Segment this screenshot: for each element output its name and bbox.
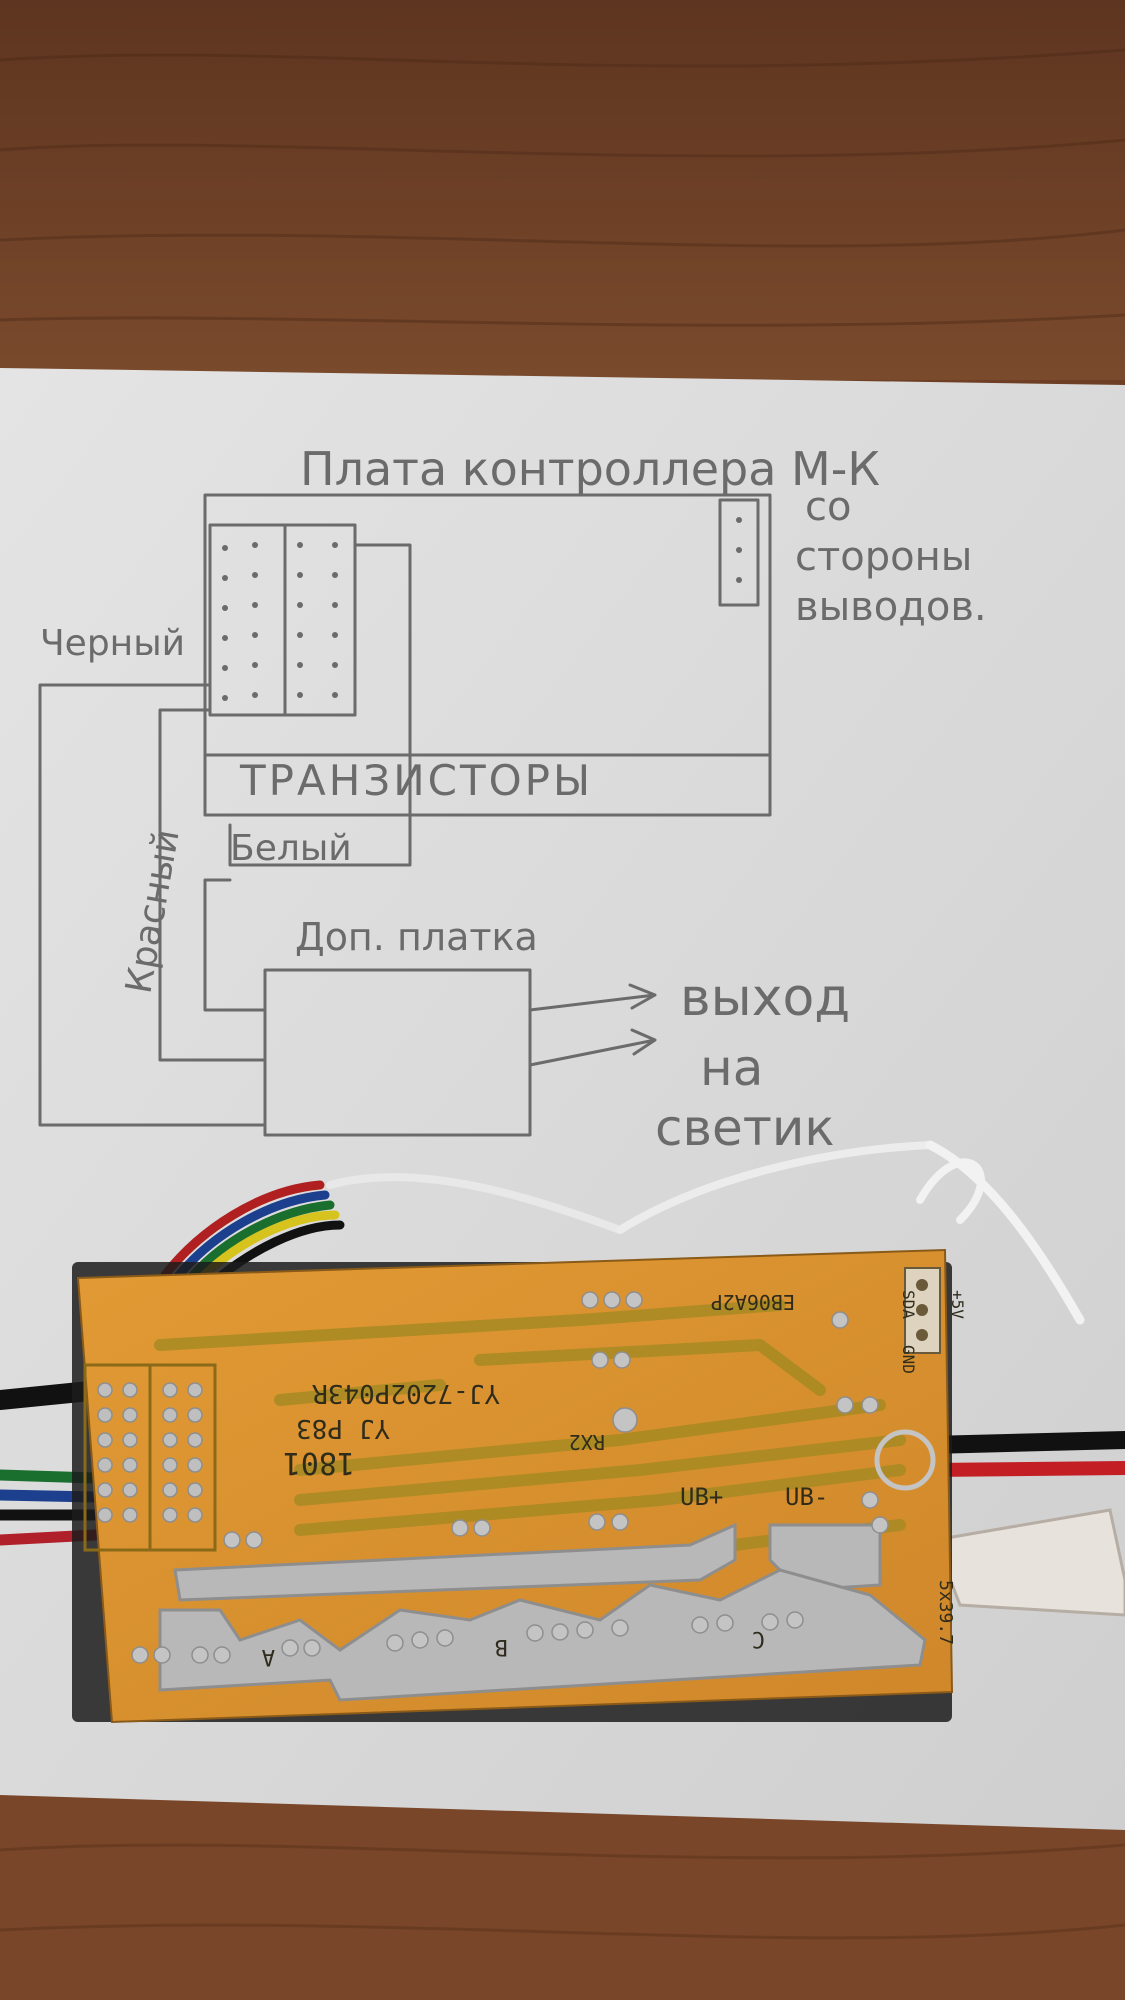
sketch-title: Плата контроллера М-К — [300, 442, 880, 496]
solder-bus-ub-plus — [173, 1522, 737, 1602]
sketch-subtitle-1: со — [805, 484, 851, 530]
wire-bundle-right — [921, 1431, 1125, 1477]
pcb-model-label: YJ-7202P043R — [312, 1378, 500, 1408]
pcb-silkscreen: YJ-7202P043R YJ P83 1801 EB06A2P RX2 UB+… — [262, 1290, 967, 1669]
pcb-pads — [131, 1291, 936, 1664]
sketch-subtitle-3: выводов. — [795, 584, 987, 630]
sketch-small-connector — [718, 498, 760, 607]
sketch-output-2: на — [700, 1039, 763, 1097]
pcb-ub-minus-label: UB- — [785, 1483, 828, 1511]
sketch-output-1: выход — [680, 968, 850, 1028]
sketch-connector-right — [283, 523, 357, 717]
sketch-aux-board — [263, 968, 532, 1137]
sketch-controller-board — [203, 493, 772, 817]
sketch-black-wire-label: Черный — [40, 623, 185, 664]
sketch-connector-dots — [222, 517, 742, 701]
pcb-phase-b-label: B — [495, 1634, 508, 1659]
pcb-phase-a-label: A — [262, 1644, 275, 1669]
sketch-white-wire-label: Белый — [230, 828, 352, 869]
wood-grain-bottom — [0, 1843, 1125, 1940]
pcb-5v-label: +5V — [948, 1290, 967, 1319]
pcb-code-label: YJ P83 — [296, 1413, 390, 1443]
pcb-ub-plus-label: UB+ — [680, 1483, 723, 1511]
pcb-phase-c-label: C — [752, 1626, 765, 1651]
wood-table-bottom — [0, 1795, 1125, 2000]
pcb-header-pins — [83, 1363, 217, 1552]
sketch-aux-board-label: Доп. платка — [295, 915, 538, 959]
sketch-output-3: светик — [655, 1099, 835, 1157]
pcb-i2c-connector — [904, 1267, 941, 1354]
connector-housing — [932, 1508, 1125, 1617]
sketch-subtitle-2: стороны — [795, 534, 972, 580]
sketch-transistors-label: ТРАНЗИСТОРЫ — [239, 756, 593, 805]
pcb-sda-label: SDA — [899, 1290, 918, 1319]
wood-grain — [0, 48, 1125, 327]
pcb-rev-label: EB06A2P — [711, 1290, 795, 1314]
pcb-size-label: 5x39.7 — [935, 1580, 956, 1645]
wood-table-top — [0, 0, 1125, 380]
pcb-date-label: 1801 — [283, 1445, 355, 1480]
sketch-diagram — [38, 493, 772, 1137]
pcb-gnd-label: GND — [899, 1345, 918, 1374]
pcb-rx-label: RX2 — [569, 1430, 605, 1454]
controller-pcb — [76, 1248, 954, 1724]
